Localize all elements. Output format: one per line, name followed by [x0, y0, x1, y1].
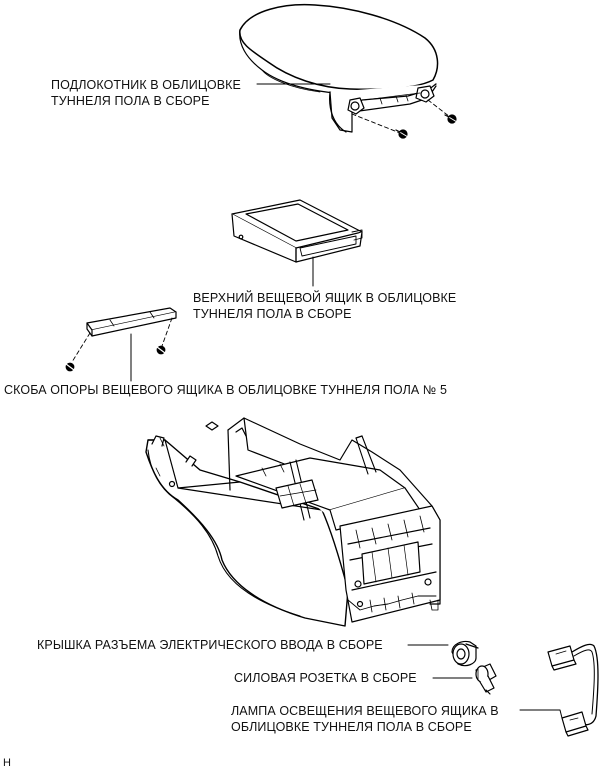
corner-mark: H — [3, 757, 12, 769]
lamp-drawing — [547, 643, 599, 737]
power-outlet-drawing — [475, 663, 497, 695]
lamp-label-line-2: ОБЛИЦОВКЕ ТУННЕЛЯ ПОЛА В СБОРЕ — [231, 720, 472, 734]
armrest-label-line-1: ПОДЛОКОТНИК В ОБЛИЦОВКЕ — [51, 78, 241, 92]
console-drawing — [145, 417, 441, 627]
upper-box-drawing — [231, 199, 363, 263]
upper-box-label-line-2: ТУННЕЛЯ ПОЛА В СБОРЕ — [193, 307, 352, 321]
armrest-label-line-2: ТУННЕЛЯ ПОЛА В СБОРЕ — [51, 94, 210, 108]
bracket-drawing — [65, 307, 177, 372]
lamp-label-line-1: ЛАМПА ОСВЕЩЕНИЯ ВЕЩЕВОГО ЯЩИКА В — [231, 704, 499, 718]
connector-cover-drawing — [451, 640, 479, 667]
lamp-leader — [519, 709, 563, 719]
armrest-drawing — [239, 3, 458, 139]
connector-cover-label: КРЫШКА РАЗЪЕМА ЭЛЕКТРИЧЕСКОГО ВВОДА В СБ… — [37, 638, 383, 652]
bracket-label: СКОБА ОПОРЫ ВЕЩЕВОГО ЯЩИКА В ОБЛИЦОВКЕ Т… — [4, 383, 448, 397]
upper-box-label-line-1: ВЕРХНИЙ ВЕЩЕВОЙ ЯЩИК В ОБЛИЦОВКЕ — [193, 291, 457, 305]
power-outlet-label: СИЛОВАЯ РОЗЕТКА В СБОРЕ — [234, 671, 417, 685]
